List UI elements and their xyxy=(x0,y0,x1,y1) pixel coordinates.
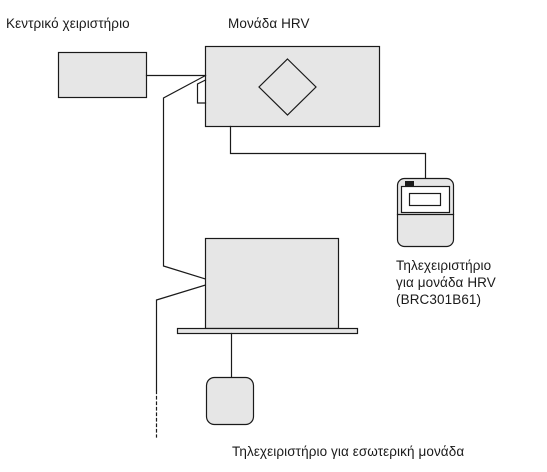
hrv-to-indoor-wire xyxy=(162,74,207,280)
hrv-unit-label: Μονάδα HRV xyxy=(228,16,310,31)
hrv-remote-indicator xyxy=(405,181,414,186)
hrv-remote-display-window xyxy=(408,192,442,207)
main-bus-wire xyxy=(196,79,207,104)
hrv-remote-label: Τηλεχειριστήριο για μονάδα HRV (BRC301B6… xyxy=(396,257,496,308)
hrv-to-remote-wire xyxy=(229,125,427,179)
indoor-to-bus-wire xyxy=(155,284,207,391)
central-controller-box xyxy=(57,51,148,99)
hrv-diamond-icon xyxy=(258,58,317,116)
hrv-remote-label-line3: (BRC301B61) xyxy=(396,292,482,307)
indoor-unit-box xyxy=(204,237,340,330)
indoor-remote-label: Τηλεχειριστήριο για εσωτερική μονάδα xyxy=(232,444,465,459)
hrv-remote-label-line2: για μονάδα HRV xyxy=(396,275,496,290)
hrv-remote-label-line1: Τηλεχειριστήριο xyxy=(396,258,492,273)
indoor-remote-controller xyxy=(205,376,255,426)
central-controller-label: Κεντρικό χειριστήριο xyxy=(6,16,130,31)
indoor-unit-panel xyxy=(176,327,359,335)
